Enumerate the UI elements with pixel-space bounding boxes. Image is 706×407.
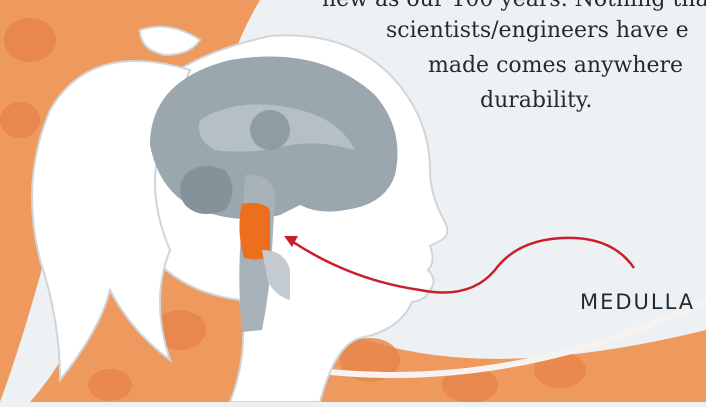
paragraph-line-2: scientists/engineers have e [386, 20, 689, 42]
cerebellum [180, 166, 233, 214]
paragraph-line-1: new as our 100 years. Nothing that [322, 0, 706, 11]
paragraph-line-3: made comes anywhere [428, 55, 683, 77]
thalamus [250, 110, 290, 150]
paragraph-line-4: durability. [480, 90, 592, 112]
medulla-label: MEDULLA [580, 292, 695, 313]
